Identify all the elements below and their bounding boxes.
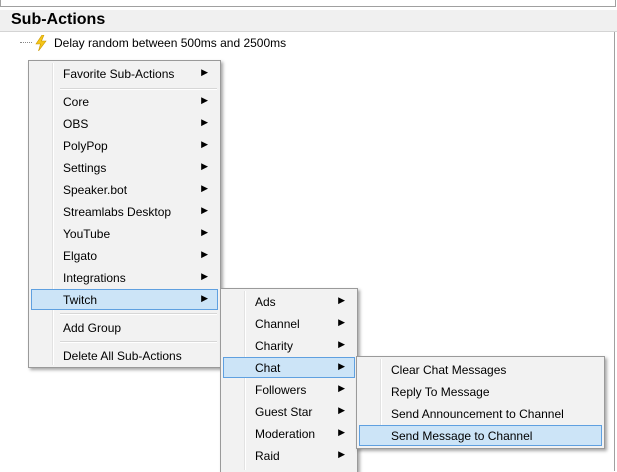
- menu-item-integrations[interactable]: Integrations ▶: [63, 271, 208, 285]
- tree-item-label: Delay random between 500ms and 2500ms: [54, 36, 287, 50]
- chevron-right-icon: ▶: [201, 183, 208, 193]
- chevron-right-icon: ▶: [338, 361, 345, 371]
- menu-separator: [60, 313, 217, 315]
- chevron-right-icon: ▶: [338, 405, 345, 415]
- chevron-right-icon: ▶: [201, 139, 208, 149]
- chevron-right-icon: ▶: [201, 293, 208, 303]
- chevron-right-icon: ▶: [338, 427, 345, 437]
- menu-item-elgato[interactable]: Elgato ▶: [63, 249, 208, 263]
- chevron-right-icon: ▶: [201, 161, 208, 171]
- chevron-right-icon: ▶: [201, 67, 208, 77]
- chevron-right-icon: ▶: [201, 117, 208, 127]
- chevron-right-icon: ▶: [201, 271, 208, 281]
- context-menu-main: Favorite Sub-Actions ▶ Core ▶ OBS ▶ Poly…: [28, 60, 221, 368]
- chevron-right-icon: ▶: [338, 449, 345, 459]
- menu-item-followers[interactable]: Followers ▶: [255, 383, 345, 397]
- menu-item-raid[interactable]: Raid ▶: [255, 449, 345, 463]
- section-title: Sub-Actions: [11, 11, 106, 28]
- menu-item-charity[interactable]: Charity ▶: [255, 339, 345, 353]
- chevron-right-icon: ▶: [338, 383, 345, 393]
- menu-item-settings[interactable]: Settings ▶: [63, 161, 208, 175]
- menu-item-twitch[interactable]: Twitch ▶: [31, 289, 218, 310]
- menu-item-moderation[interactable]: Moderation ▶: [255, 427, 345, 441]
- chevron-right-icon: ▶: [338, 295, 345, 305]
- context-menu-chat: Clear Chat Messages Reply To Message Sen…: [356, 356, 605, 449]
- menu-item-core[interactable]: Core ▶: [63, 95, 208, 109]
- menu-item-speaker-bot[interactable]: Speaker.bot ▶: [63, 183, 208, 197]
- sub-actions-header: Sub-Actions: [0, 10, 617, 32]
- menu-item-polypop[interactable]: PolyPop ▶: [63, 139, 208, 153]
- context-menu-twitch: Ads ▶ Channel ▶ Charity ▶ Chat ▶ Followe…: [220, 288, 358, 472]
- menu-separator: [60, 341, 217, 343]
- menu-item-ads[interactable]: Ads ▶: [255, 295, 345, 309]
- chevron-right-icon: ▶: [201, 205, 208, 215]
- menu-item-streamlabs-desktop[interactable]: Streamlabs Desktop ▶: [63, 205, 208, 219]
- menu-separator: [60, 88, 217, 90]
- menu-item-youtube[interactable]: YouTube ▶: [63, 227, 208, 241]
- top-panel: [0, 0, 616, 7]
- menu-item-clear-chat-messages[interactable]: Clear Chat Messages: [391, 363, 507, 377]
- menu-item-delete-all-sub-actions[interactable]: Delete All Sub-Actions: [63, 349, 182, 363]
- menu-item-favorite-sub-actions[interactable]: Favorite Sub-Actions ▶: [63, 67, 208, 81]
- menu-item-send-announcement-to-channel[interactable]: Send Announcement to Channel: [391, 407, 564, 421]
- menu-item-chat[interactable]: Chat ▶: [223, 357, 355, 378]
- menu-item-add-group[interactable]: Add Group: [63, 321, 122, 335]
- menu-item-channel[interactable]: Channel ▶: [255, 317, 345, 331]
- chevron-right-icon: ▶: [338, 317, 345, 327]
- chevron-right-icon: ▶: [201, 95, 208, 105]
- menu-item-send-message-to-channel[interactable]: Send Message to Channel: [359, 425, 602, 446]
- menu-item-reply-to-message[interactable]: Reply To Message: [391, 385, 490, 399]
- tree-connector: [20, 42, 32, 44]
- tree-item-delay[interactable]: Delay random between 500ms and 2500ms: [20, 34, 286, 52]
- lightning-icon: [35, 35, 47, 51]
- chevron-right-icon: ▶: [338, 339, 345, 349]
- menu-item-guest-star[interactable]: Guest Star ▶: [255, 405, 345, 419]
- chevron-right-icon: ▶: [201, 249, 208, 259]
- chevron-right-icon: ▶: [201, 227, 208, 237]
- menu-item-obs[interactable]: OBS ▶: [63, 117, 208, 131]
